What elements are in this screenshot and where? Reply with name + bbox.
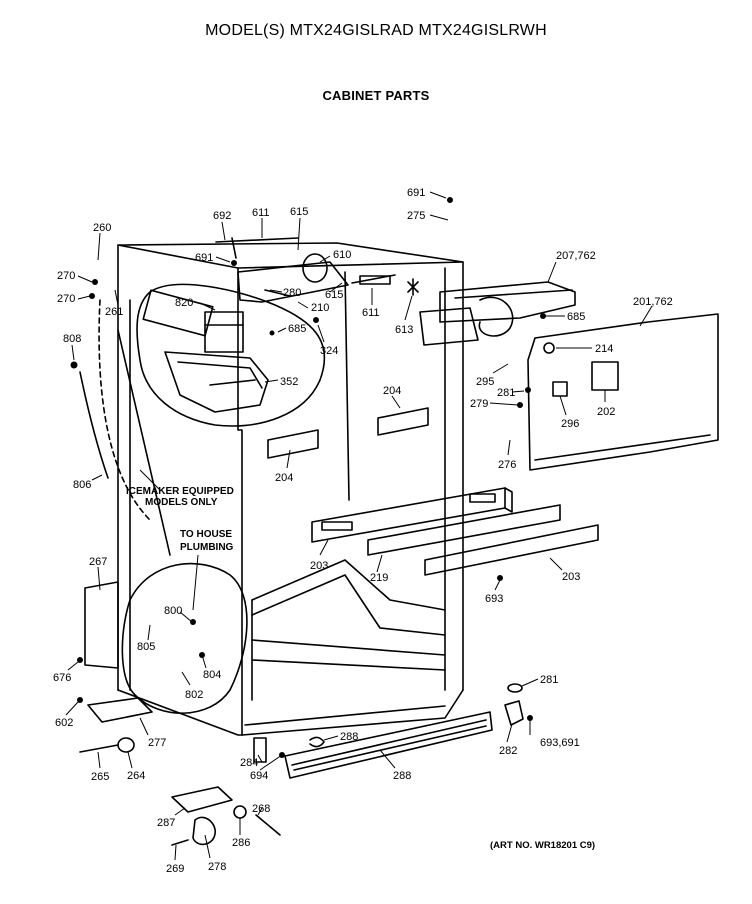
evaporator-fan-area [215, 237, 419, 303]
callout-296: 296 [561, 418, 579, 430]
icemaker-note-line1: ICEMAKER EQUIPPED [126, 486, 234, 497]
control-panel-201 [527, 313, 719, 471]
ice-bucket-352 [164, 351, 269, 413]
callout-287: 287 [157, 817, 175, 829]
callout-210: 210 [311, 302, 329, 314]
panel-267 [84, 581, 119, 669]
callout-284: 284 [240, 757, 258, 769]
callout-802: 802 [185, 689, 203, 701]
callout-691-top: 691 [407, 187, 425, 199]
callout-281-bottom: 281 [540, 674, 558, 686]
callout-804: 804 [203, 669, 221, 681]
callout-201-762: 201,762 [633, 296, 673, 308]
callout-264: 264 [127, 770, 145, 782]
callout-613: 613 [395, 324, 413, 336]
screw-269 [171, 839, 189, 846]
callout-286: 286 [232, 837, 250, 849]
callout-268: 268 [252, 803, 270, 815]
axle-265 [79, 744, 119, 753]
roller-264 [117, 737, 135, 753]
bracket-284 [253, 737, 267, 763]
bracket-287 [171, 786, 233, 813]
callout-288-bottom: 288 [393, 770, 411, 782]
page-title: MODEL(S) MTX24GISLRAD MTX24GISLRWH [205, 22, 547, 39]
callout-820: 820 [175, 297, 193, 309]
icemaker-unit-820 [142, 289, 244, 353]
callout-265: 265 [91, 771, 109, 783]
callout-203-right: 203 [562, 571, 580, 583]
callout-260: 260 [93, 222, 111, 234]
callout-615-mid: 615 [325, 289, 343, 301]
callout-805: 805 [137, 641, 155, 653]
callout-269: 269 [166, 863, 184, 875]
callout-278: 278 [208, 861, 226, 873]
callout-324: 324 [320, 345, 338, 357]
callout-806: 806 [73, 479, 91, 491]
callout-279: 279 [470, 398, 488, 410]
callout-602: 602 [55, 717, 73, 729]
callout-214: 214 [595, 343, 613, 355]
callout-202: 202 [597, 406, 615, 418]
page-subtitle: CABINET PARTS [322, 88, 430, 103]
callout-280: 280 [283, 287, 301, 299]
callout-615-top: 615 [290, 206, 308, 218]
callout-270-a: 270 [57, 270, 75, 282]
plumbing-note-line1: TO HOUSE [180, 529, 232, 540]
icemaker-note-line2: MODELS ONLY [145, 497, 218, 508]
callout-611-mid: 611 [362, 307, 380, 319]
callout-282: 282 [499, 745, 517, 757]
bracket-204-left [267, 429, 319, 459]
callout-203-left: 203 [310, 560, 328, 572]
screw-268 [255, 814, 281, 836]
callout-685-right: 685 [567, 311, 585, 323]
callout-267: 267 [89, 556, 107, 568]
callout-281-top: 281 [497, 387, 515, 399]
callout-261: 261 [105, 306, 123, 318]
callout-692: 692 [213, 210, 231, 222]
clip-288 [309, 736, 325, 748]
grille-288 [284, 711, 493, 779]
callout-219: 219 [370, 572, 388, 584]
callout-270-b: 270 [57, 293, 75, 305]
callout-691-mid: 691 [195, 252, 213, 264]
rails-203-219 [311, 487, 599, 576]
callout-277: 277 [148, 737, 166, 749]
roller-278 [192, 816, 216, 846]
callout-611-top: 611 [252, 207, 270, 219]
leader-lines [65, 191, 653, 861]
leveler-282 [504, 700, 524, 726]
callout-800: 800 [164, 605, 182, 617]
bracket-277 [87, 697, 153, 723]
callout-676: 676 [53, 672, 71, 684]
hardware-dots [70, 197, 546, 758]
callout-204-left: 204 [275, 472, 293, 484]
callout-808: 808 [63, 333, 81, 345]
callout-685-left: 685 [288, 323, 306, 335]
callout-295: 295 [476, 376, 494, 388]
callout-288-top: 288 [340, 731, 358, 743]
callout-352: 352 [280, 376, 298, 388]
callout-276: 276 [498, 459, 516, 471]
callout-610: 610 [333, 249, 351, 261]
art-number: (ART NO. WR18201 C9) [490, 840, 595, 851]
callout-275: 275 [407, 210, 425, 222]
callout-693-691: 693,691 [540, 737, 580, 749]
washer-281-bottom [507, 683, 523, 693]
part-286 [233, 805, 247, 819]
callout-694: 694 [250, 770, 268, 782]
bracket-204-right [377, 407, 429, 436]
icemaker-bubble [136, 283, 326, 427]
callout-207-762: 207,762 [556, 250, 596, 262]
callout-693: 693 [485, 593, 503, 605]
plumbing-note-line2: PLUMBING [180, 542, 234, 553]
callout-204-right: 204 [383, 385, 401, 397]
callout-labels: 691 275 692 611 615 260 691 610 207,762 … [53, 187, 673, 875]
